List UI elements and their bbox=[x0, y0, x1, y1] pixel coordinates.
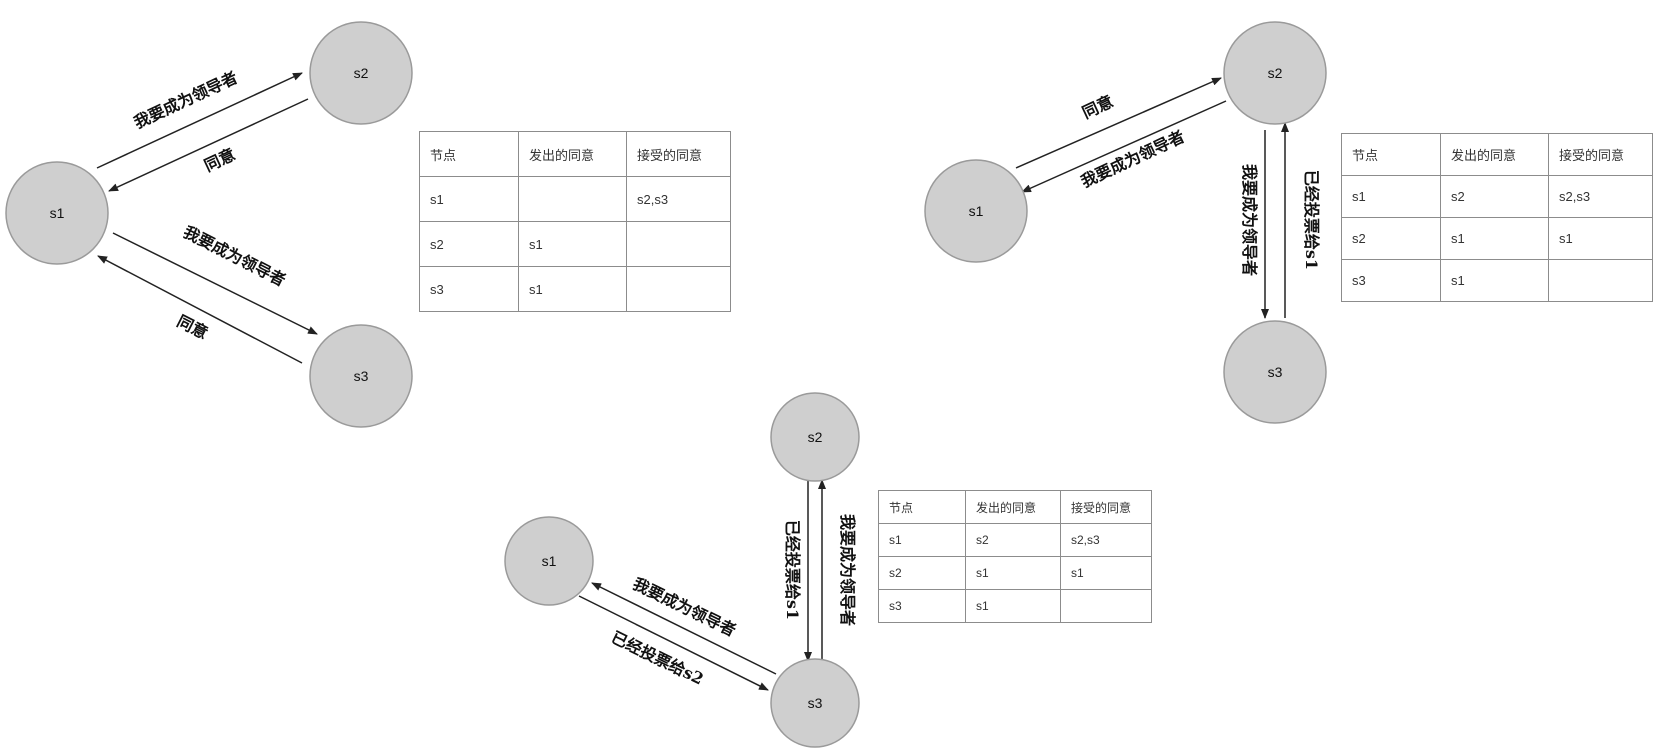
node-s1: s1 bbox=[5, 161, 109, 265]
cell-node: s1 bbox=[878, 523, 966, 557]
header-node: 节点 bbox=[878, 490, 966, 524]
node-label-s3: s3 bbox=[1268, 364, 1283, 380]
scene-3: 已经投票给s1 我要成为领导者 我要成为领导者 已经投票给s2 s1 s2 s3 bbox=[504, 392, 860, 748]
cell-sent: s1 bbox=[1440, 217, 1549, 260]
edge-s2-to-s1 bbox=[108, 98, 309, 192]
node-s3: s3 bbox=[309, 324, 413, 428]
node-s3: s3 bbox=[1223, 320, 1327, 424]
table-row: s3 s1 bbox=[419, 266, 731, 312]
node-label-s3: s3 bbox=[354, 368, 369, 384]
header-sent: 发出的同意 bbox=[965, 490, 1061, 524]
cell-sent: s2 bbox=[1440, 175, 1549, 218]
header-sent: 发出的同意 bbox=[518, 131, 627, 177]
node-label-s2: s2 bbox=[1268, 65, 1283, 81]
edge-s3-to-s1 bbox=[97, 255, 303, 364]
cell-sent: s2 bbox=[965, 523, 1061, 557]
vote-table-2: 节点 发出的同意 接受的同意 s1 s2 s2,s3 s2 s1 s1 s3 s… bbox=[1341, 133, 1653, 302]
cell-sent: s1 bbox=[965, 589, 1061, 623]
table-row: s2 s1 s1 bbox=[1341, 217, 1653, 260]
node-label-s2: s2 bbox=[808, 429, 823, 445]
node-label-s2: s2 bbox=[354, 65, 369, 81]
edge-s3-to-s1 bbox=[591, 582, 777, 675]
edge-label-s3-to-s2: 已经投票给s1 bbox=[1302, 170, 1321, 270]
edge-label-s1-to-s3: 我要成为领导者 bbox=[180, 222, 288, 290]
node-s2: s2 bbox=[309, 21, 413, 125]
edge-s1-to-s2 bbox=[96, 72, 303, 169]
edge-label-s2-to-s1: 同意 bbox=[201, 145, 238, 176]
edge-s1-to-s2 bbox=[1015, 77, 1222, 169]
header-node: 节点 bbox=[1341, 133, 1441, 176]
table-row: s1 s2,s3 bbox=[419, 176, 731, 222]
table-row: s2 s1 s1 bbox=[878, 556, 1152, 590]
edge-label-s1-to-s2: 同意 bbox=[1079, 92, 1116, 123]
scene-1: 我要成为领导者 同意 我要成为领导者 同意 s1 s2 s3 bbox=[5, 21, 413, 428]
cell-node: s3 bbox=[419, 266, 519, 312]
cell-received bbox=[626, 221, 731, 267]
table-row: s2 s1 bbox=[419, 221, 731, 267]
table-header-row: 节点 发出的同意 接受的同意 bbox=[878, 490, 1152, 524]
table-header-row: 节点 发出的同意 接受的同意 bbox=[1341, 133, 1653, 176]
edge-label-s3-to-s2: 我要成为领导者 bbox=[838, 514, 857, 626]
cell-received: s1 bbox=[1060, 556, 1152, 590]
node-label-s1: s1 bbox=[542, 553, 557, 569]
cell-received: s2,s3 bbox=[626, 176, 731, 222]
edge-label-s3-to-s1: 同意 bbox=[174, 311, 211, 342]
header-sent: 发出的同意 bbox=[1440, 133, 1549, 176]
node-label-s1: s1 bbox=[50, 205, 65, 221]
node-s1: s1 bbox=[504, 516, 594, 606]
cell-node: s1 bbox=[419, 176, 519, 222]
cell-received: s1 bbox=[1548, 217, 1653, 260]
edge-s1-to-s3 bbox=[578, 595, 769, 691]
cell-node: s3 bbox=[1341, 259, 1441, 302]
table-row: s1 s2 s2,s3 bbox=[878, 523, 1152, 557]
cell-received: s2,s3 bbox=[1060, 523, 1152, 557]
cell-node: s3 bbox=[878, 589, 966, 623]
cell-received bbox=[1060, 589, 1152, 623]
cell-received: s2,s3 bbox=[1548, 175, 1653, 218]
cell-received bbox=[1548, 259, 1653, 302]
cell-node: s1 bbox=[1341, 175, 1441, 218]
cell-node: s2 bbox=[878, 556, 966, 590]
cell-node: s2 bbox=[1341, 217, 1441, 260]
node-s3: s3 bbox=[770, 658, 860, 748]
edge-label-s1-to-s2: 我要成为领导者 bbox=[131, 68, 241, 133]
cell-sent bbox=[518, 176, 627, 222]
table-row: s3 s1 bbox=[1341, 259, 1653, 302]
node-s1: s1 bbox=[924, 159, 1028, 263]
vote-table-3: 节点 发出的同意 接受的同意 s1 s2 s2,s3 s2 s1 s1 s3 s… bbox=[878, 490, 1152, 623]
cell-node: s2 bbox=[419, 221, 519, 267]
node-label-s1: s1 bbox=[969, 203, 984, 219]
cell-sent: s1 bbox=[518, 221, 627, 267]
cell-sent: s1 bbox=[965, 556, 1061, 590]
edge-label-s2-to-s3: 我要成为领导者 bbox=[1240, 164, 1259, 276]
scene-2: 同意 我要成为领导者 我要成为领导者 已经投票给s1 s1 s2 s3 bbox=[924, 21, 1327, 424]
cell-received bbox=[626, 266, 731, 312]
edge-label-s2-to-s3: 已经投票给s1 bbox=[783, 520, 802, 620]
edge-s2-to-s1 bbox=[1021, 100, 1227, 193]
node-s2: s2 bbox=[770, 392, 860, 482]
table-row: s1 s2 s2,s3 bbox=[1341, 175, 1653, 218]
cell-sent: s1 bbox=[518, 266, 627, 312]
header-received: 接受的同意 bbox=[1060, 490, 1152, 524]
vote-table-1: 节点 发出的同意 接受的同意 s1 s2,s3 s2 s1 s3 s1 bbox=[419, 131, 731, 312]
header-node: 节点 bbox=[419, 131, 519, 177]
edge-s1-to-s3 bbox=[112, 232, 318, 335]
edge-label-s1-to-s3: 已经投票给s2 bbox=[608, 628, 706, 689]
table-header-row: 节点 发出的同意 接受的同意 bbox=[419, 131, 731, 177]
cell-sent: s1 bbox=[1440, 259, 1549, 302]
node-s2: s2 bbox=[1223, 21, 1327, 125]
table-row: s3 s1 bbox=[878, 589, 1152, 623]
header-received: 接受的同意 bbox=[1548, 133, 1653, 176]
header-received: 接受的同意 bbox=[626, 131, 731, 177]
node-label-s3: s3 bbox=[808, 695, 823, 711]
